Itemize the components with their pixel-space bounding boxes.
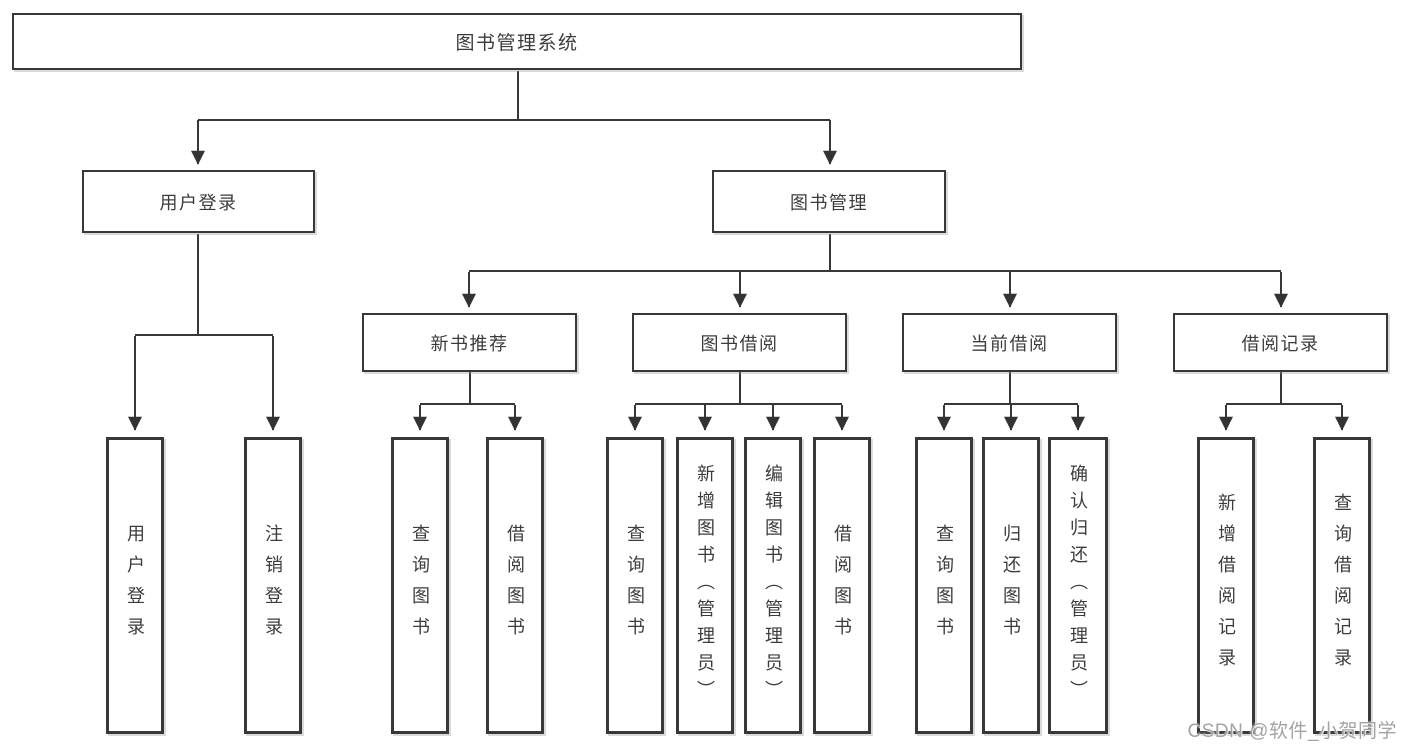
node-label: 新书推荐 — [430, 333, 509, 354]
leaf-logout: 注销登录 — [244, 437, 302, 734]
node-label: 借阅记录 — [1241, 333, 1320, 354]
leaf-br-add-record: 新增借阅记录 — [1197, 437, 1255, 734]
leaf-br-query-record: 查询借阅记录 — [1313, 437, 1371, 734]
node-borrowing-records: 借阅记录 — [1173, 313, 1388, 372]
node-label: 新增借阅记录 — [1216, 492, 1236, 679]
leaf-cb-query-book: 查询图书 — [915, 437, 973, 734]
node-label: 注销登录 — [263, 523, 283, 648]
leaf-bb-borrow-book: 借阅图书 — [813, 437, 871, 734]
node-label: 图书管理系统 — [455, 33, 579, 54]
node-label: 图书借阅 — [700, 333, 779, 354]
node-label: 查询图书 — [934, 523, 954, 648]
node-current-borrowing: 当前借阅 — [902, 313, 1117, 372]
leaf-nb-borrow-book: 借阅图书 — [486, 437, 544, 734]
node-new-book-recommendation: 新书推荐 — [362, 313, 577, 372]
node-label: 编辑图书（管理员） — [763, 464, 783, 707]
node-label: 查询借阅记录 — [1332, 492, 1352, 679]
leaf-bb-add-book-admin: 新增图书（管理员） — [676, 437, 734, 734]
node-label: 当前借阅 — [970, 333, 1049, 354]
node-label: 查询图书 — [625, 523, 645, 648]
csdn-watermark: CSDN @软件_小贺同学 — [1187, 721, 1397, 742]
leaf-user-login: 用户登录 — [106, 437, 164, 734]
node-label: 查询图书 — [410, 523, 430, 648]
leaf-cb-confirm-return-admin: 确认归还（管理员） — [1048, 437, 1108, 734]
leaf-nb-query-book: 查询图书 — [391, 437, 449, 734]
node-label: 确认归还（管理员） — [1068, 464, 1088, 707]
node-library-management-system: 图书管理系统 — [12, 13, 1022, 70]
node-label: 用户登录 — [159, 192, 238, 213]
node-label: 新增图书（管理员） — [695, 464, 715, 707]
node-book-borrowing: 图书借阅 — [632, 313, 847, 372]
leaf-bb-query-book: 查询图书 — [606, 437, 664, 734]
leaf-cb-return-book: 归还图书 — [982, 437, 1040, 734]
node-label: 借阅图书 — [832, 523, 852, 648]
node-label: 图书管理 — [790, 192, 868, 213]
leaf-bb-edit-book-admin: 编辑图书（管理员） — [744, 437, 802, 734]
node-user-login: 用户登录 — [82, 170, 315, 233]
node-label: 用户登录 — [125, 523, 145, 648]
node-book-management: 图书管理 — [712, 170, 946, 233]
node-label: 归还图书 — [1001, 523, 1021, 648]
node-label: 借阅图书 — [505, 523, 525, 648]
